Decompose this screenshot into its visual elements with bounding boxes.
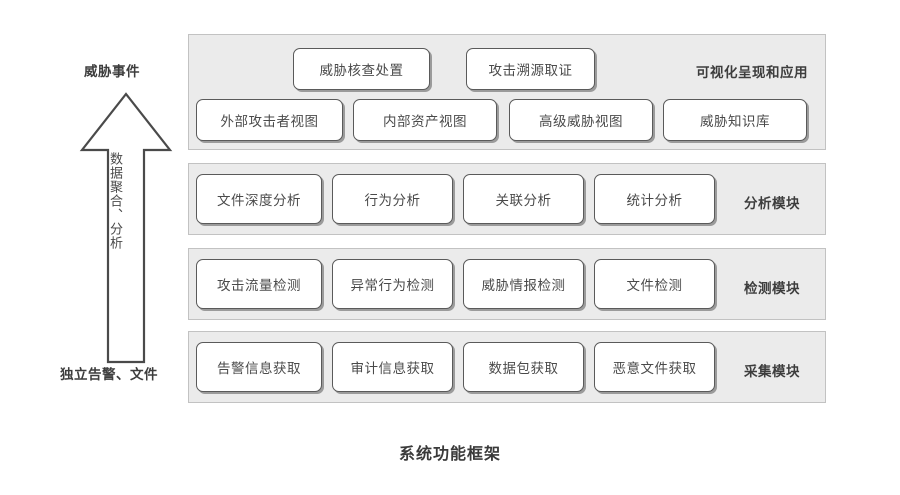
module-label-visualization: 可视化呈现和应用 — [696, 65, 808, 80]
module-label-collection: 采集模块 — [744, 364, 800, 379]
node-collection-0-0[interactable]: 告警信息获取 — [196, 342, 322, 392]
node-visualization-1-2[interactable]: 高级威胁视图 — [509, 99, 653, 141]
node-analysis-0-0[interactable]: 文件深度分析 — [196, 174, 322, 224]
arrow-bottom-label: 独立告警、文件 — [60, 367, 158, 382]
node-analysis-0-1[interactable]: 行为分析 — [332, 174, 453, 224]
node-collection-0-2[interactable]: 数据包获取 — [463, 342, 584, 392]
node-detection-0-3[interactable]: 文件检测 — [594, 259, 715, 309]
node-analysis-0-3[interactable]: 统计分析 — [594, 174, 715, 224]
node-visualization-1-1[interactable]: 内部资产视图 — [353, 99, 497, 141]
arrow-top-label: 威胁事件 — [84, 64, 140, 79]
module-label-detection: 检测模块 — [744, 281, 800, 296]
node-collection-0-3[interactable]: 恶意文件获取 — [594, 342, 715, 392]
up-arrow-icon — [79, 92, 173, 364]
node-visualization-1-0[interactable]: 外部攻击者视图 — [196, 99, 343, 141]
node-analysis-0-2[interactable]: 关联分析 — [463, 174, 584, 224]
node-visualization-0-1[interactable]: 攻击溯源取证 — [466, 48, 595, 90]
arrow-shaft-label: 数据聚合、分析 — [108, 152, 123, 250]
figure-caption: 系统功能框架 — [398, 446, 501, 463]
node-detection-0-0[interactable]: 攻击流量检测 — [196, 259, 322, 309]
module-label-analysis: 分析模块 — [744, 196, 800, 211]
node-visualization-1-3[interactable]: 威胁知识库 — [663, 99, 807, 141]
node-collection-0-1[interactable]: 审计信息获取 — [332, 342, 453, 392]
node-detection-0-1[interactable]: 异常行为检测 — [332, 259, 453, 309]
node-visualization-0-0[interactable]: 威胁核查处置 — [293, 48, 430, 90]
node-detection-0-2[interactable]: 威胁情报检测 — [463, 259, 584, 309]
